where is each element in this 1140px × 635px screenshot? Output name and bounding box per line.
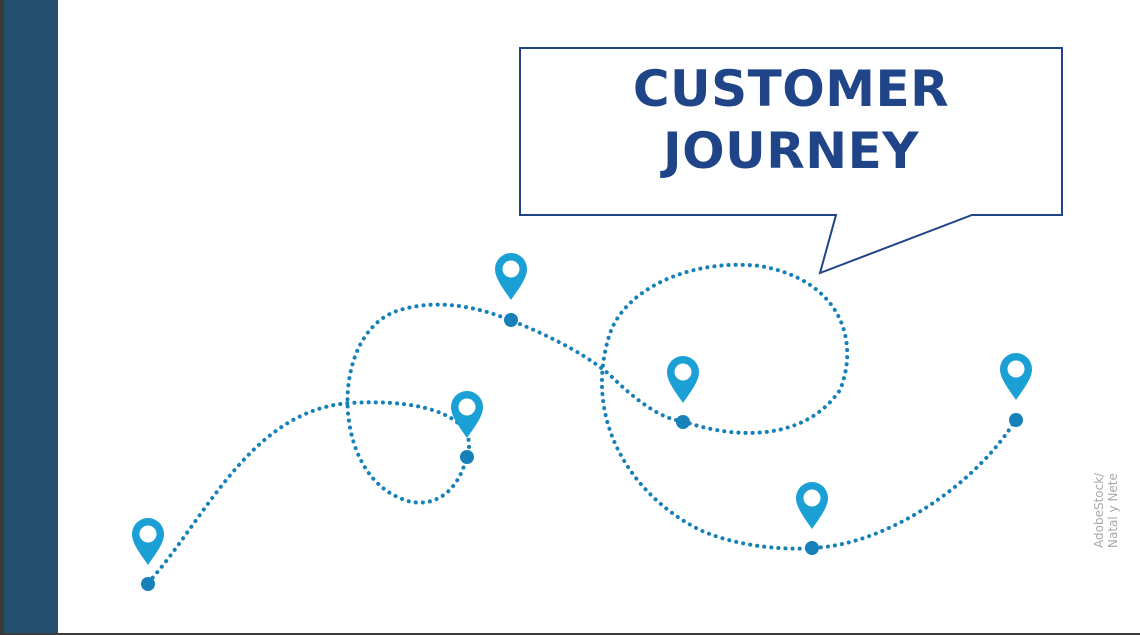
- map-pin-icon: [667, 356, 699, 403]
- window-bottom-edge: [0, 633, 1140, 635]
- path-dot-icon: [676, 415, 690, 429]
- map-pin-icon: [796, 482, 828, 529]
- window-edge: [0, 0, 4, 635]
- path-dot-icon: [504, 313, 518, 327]
- map-pin-icon: [1000, 353, 1032, 400]
- callout-box: [519, 47, 1063, 275]
- path-dot-icon: [141, 577, 155, 591]
- credit-line-1: AdobeStock/: [1092, 472, 1106, 548]
- map-pin-icon: [495, 253, 527, 300]
- map-pin-icon: [451, 391, 483, 438]
- slide-title: CUSTOMER JOURNEY: [520, 58, 1062, 182]
- title-line-2: JOURNEY: [663, 122, 919, 180]
- credit-line-2: Natal y Nete: [1106, 473, 1120, 548]
- image-credit: AdobeStock/ Natal y Nete: [1092, 473, 1120, 548]
- path-dot-icon: [805, 541, 819, 555]
- title-line-1: CUSTOMER: [632, 60, 950, 118]
- sidebar-accent-bar: [4, 0, 58, 635]
- path-dot-icon: [460, 450, 474, 464]
- map-pin-icon: [132, 518, 164, 565]
- path-dot-icon: [1009, 413, 1023, 427]
- journey-path: [146, 262, 1018, 585]
